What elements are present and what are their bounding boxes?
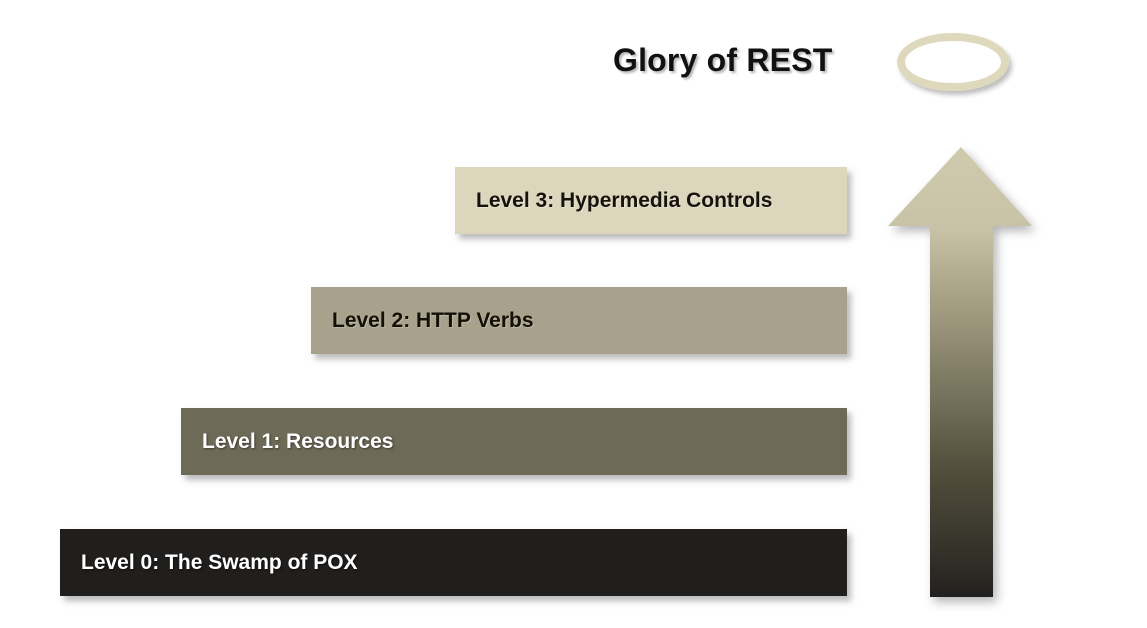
maturity-bar-level-3-label: Level 3: Hypermedia Controls <box>476 188 773 212</box>
maturity-bar-level-3[interactable]: Level 3: Hypermedia Controls <box>455 167 847 234</box>
page-title: Glory of REST <box>613 42 833 78</box>
maturity-bar-level-1-label: Level 1: Resources <box>202 429 394 453</box>
maturity-bar-level-2-label: Level 2: HTTP Verbs <box>332 308 534 332</box>
halo-icon <box>897 33 1009 91</box>
upward-progress-arrow <box>880 140 1040 602</box>
maturity-bar-level-1[interactable]: Level 1: Resources <box>181 408 847 475</box>
maturity-bar-level-0-label: Level 0: The Swamp of POX <box>81 550 358 574</box>
maturity-bar-level-0[interactable]: Level 0: The Swamp of POX <box>60 529 847 596</box>
maturity-bar-level-2[interactable]: Level 2: HTTP Verbs <box>311 287 847 354</box>
arrow-shape <box>888 147 1032 597</box>
